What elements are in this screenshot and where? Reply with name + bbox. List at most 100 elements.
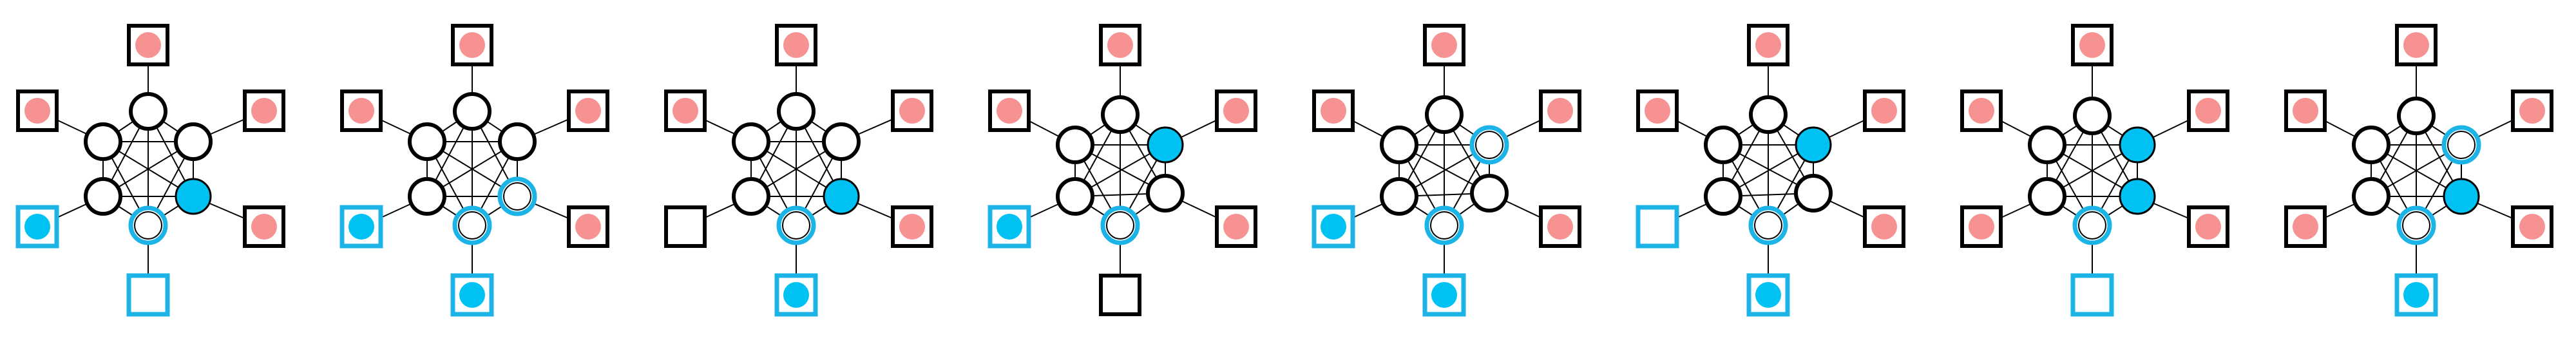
graph-node-inner: [2447, 131, 2476, 159]
token: [783, 32, 809, 58]
token: [1969, 214, 1994, 240]
graph-node-inner: [1430, 211, 1458, 240]
site-square-highlighted: [1636, 205, 1679, 249]
panel-8: [2284, 24, 2553, 317]
graph-node-inner: [134, 211, 162, 240]
token: [1321, 98, 1346, 124]
token: [673, 98, 698, 124]
token: [575, 98, 601, 124]
graph-node: [1470, 174, 1509, 212]
graph-node-inner: [1106, 211, 1134, 240]
graph-node: [1794, 174, 1833, 212]
graph-node: [1056, 126, 1094, 164]
token: [348, 98, 374, 124]
token: [2519, 98, 2545, 124]
token-highlighted: [997, 214, 1022, 240]
token-highlighted: [459, 282, 485, 308]
token: [1645, 98, 1670, 124]
token: [2195, 214, 2221, 240]
graph-node-filled: [175, 178, 212, 215]
graph-node-filled: [2443, 178, 2480, 215]
graph-node: [2352, 177, 2390, 216]
graph-node-inner: [1754, 211, 1782, 240]
graph-node: [2028, 177, 2066, 216]
graph-node: [84, 177, 122, 216]
token: [1871, 98, 1897, 124]
token: [2195, 98, 2221, 124]
site-square-highlighted: [2070, 273, 2114, 317]
graph-node-filled: [2119, 178, 2156, 215]
graph-node-inner: [2402, 211, 2430, 240]
token-highlighted: [348, 214, 374, 240]
panel-2: [339, 24, 609, 317]
token: [135, 32, 161, 58]
graph-node-filled: [823, 178, 860, 215]
token: [459, 32, 485, 58]
graph-node: [2397, 97, 2436, 135]
panel-6: [1636, 24, 1905, 317]
panel-1: [15, 24, 285, 317]
token: [251, 214, 277, 240]
site-square: [1099, 274, 1141, 316]
token: [2403, 32, 2429, 58]
token: [899, 98, 925, 124]
graph-node: [1704, 126, 1742, 164]
token: [1969, 98, 1994, 124]
graph-node: [822, 122, 861, 161]
graph-node: [453, 92, 491, 131]
token: [2519, 214, 2545, 240]
graph-node: [129, 92, 167, 131]
graph-node: [408, 177, 446, 216]
graph-node: [1146, 174, 1185, 212]
token-highlighted: [783, 282, 809, 308]
token: [997, 98, 1022, 124]
token-highlighted: [1321, 214, 1346, 240]
graph-node: [84, 122, 122, 161]
graph-node: [1380, 126, 1418, 164]
token: [2079, 32, 2105, 58]
token: [1547, 98, 1573, 124]
token: [1547, 214, 1573, 240]
graph-node-filled: [2119, 126, 2156, 164]
token: [1871, 214, 1897, 240]
token-highlighted: [2403, 282, 2429, 308]
token: [1223, 98, 1249, 124]
token-highlighted: [1431, 282, 1457, 308]
graph-node: [498, 122, 537, 161]
graph-node: [1056, 177, 1094, 216]
graph-node-filled: [1795, 126, 1832, 164]
token-highlighted: [1755, 282, 1781, 308]
token: [899, 214, 925, 240]
token: [2293, 214, 2318, 240]
graph-node-inner: [458, 211, 486, 240]
graph-node: [174, 122, 213, 161]
token: [1107, 32, 1133, 58]
graph-node: [1749, 95, 1788, 134]
token: [24, 98, 50, 124]
token-highlighted: [24, 214, 50, 240]
graph-node: [2352, 126, 2390, 164]
token: [1223, 214, 1249, 240]
panel-5: [1312, 24, 1581, 317]
token: [1431, 32, 1457, 58]
graph-node-inner: [782, 211, 810, 240]
panel-7: [1960, 24, 2229, 317]
graph-node: [2073, 97, 2112, 135]
panel-4: [987, 24, 1257, 316]
graph-node-inner: [1475, 131, 1503, 159]
graph-node: [732, 122, 770, 161]
graph-node-inner: [503, 182, 531, 211]
graph-node: [1380, 177, 1418, 216]
graph-node: [1425, 95, 1464, 134]
graph-node: [2028, 126, 2066, 164]
graph-node: [1101, 95, 1140, 134]
site-square-highlighted: [126, 273, 170, 317]
token: [575, 214, 601, 240]
graph-node: [732, 177, 770, 216]
graph-node-inner: [2078, 211, 2106, 240]
graph-node: [777, 92, 816, 131]
token: [2293, 98, 2318, 124]
token: [251, 98, 277, 124]
graph-node: [1704, 177, 1742, 216]
